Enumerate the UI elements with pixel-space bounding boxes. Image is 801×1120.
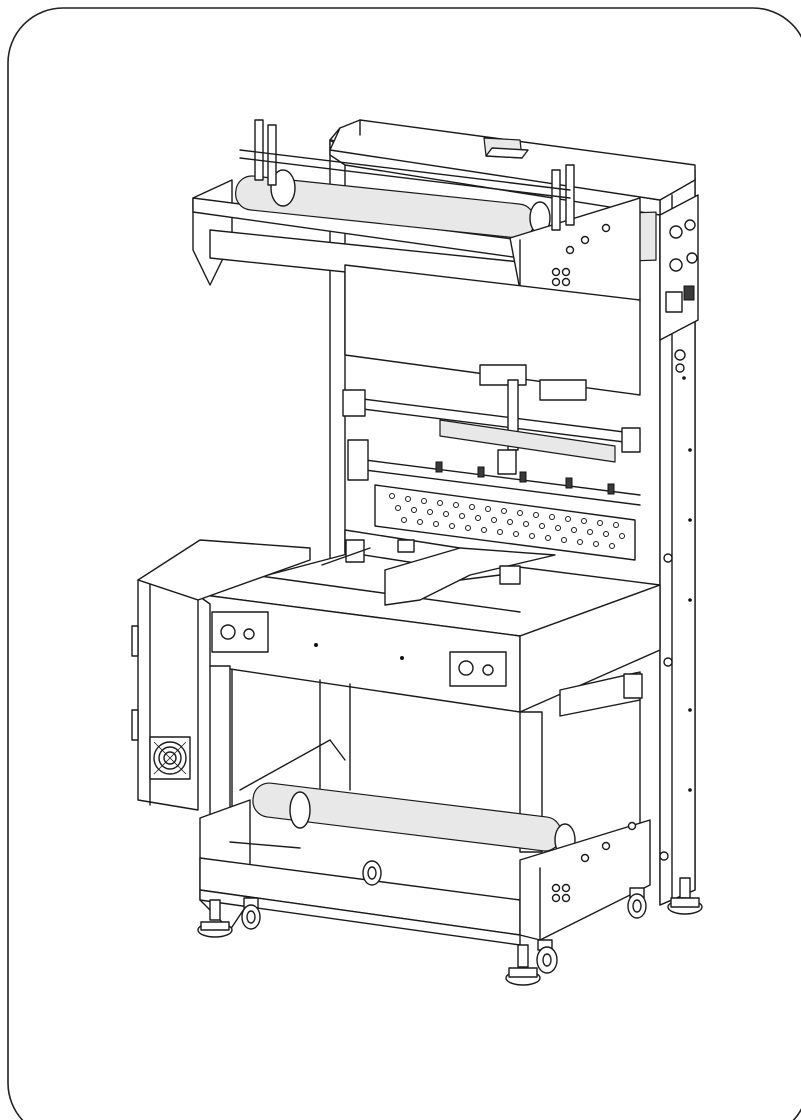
bottom-film-roll-assembly <box>199 739 651 946</box>
panel-switch <box>665 291 683 313</box>
roll-end <box>270 169 296 207</box>
panel-knob <box>684 219 696 231</box>
leveling-foot <box>197 899 233 938</box>
leveling-foot <box>667 877 703 915</box>
caster-wheel <box>627 887 647 919</box>
machine-illustration <box>131 119 703 986</box>
caster-wheel <box>362 860 382 886</box>
leveling-foot <box>505 944 541 986</box>
heater-vent-holes <box>389 493 625 549</box>
figure-border <box>7 7 801 1120</box>
electrical-cabinet <box>131 539 311 811</box>
front-control-box-right <box>449 651 507 687</box>
emergency-stop-button <box>220 624 236 640</box>
leveling-feet <box>197 877 703 986</box>
caster-wheel <box>241 897 261 930</box>
caster-wheel <box>536 939 558 974</box>
work-table <box>195 529 661 713</box>
panel-knob <box>669 258 683 272</box>
panel-knob <box>669 225 683 239</box>
panel-knob <box>686 252 698 264</box>
front-control-box-left <box>211 611 269 653</box>
casters <box>241 860 647 974</box>
top-housing <box>329 119 696 201</box>
cooling-fan <box>149 736 191 780</box>
upper-back-panel <box>344 264 641 396</box>
sealing-head <box>342 364 641 561</box>
upright-fastener-holes <box>659 376 692 861</box>
